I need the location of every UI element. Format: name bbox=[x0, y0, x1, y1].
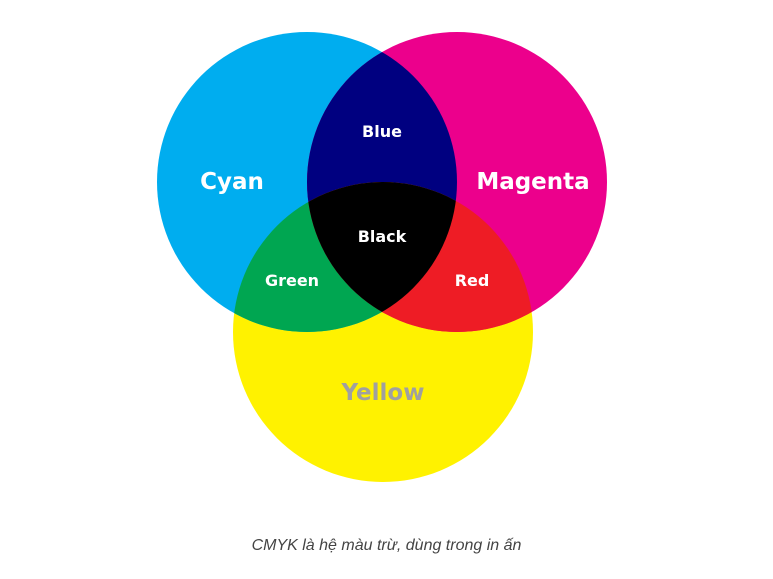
black-label: Black bbox=[358, 227, 407, 246]
green-overlap bbox=[233, 182, 457, 332]
yellow-label: Yellow bbox=[341, 380, 425, 406]
magenta-label: Magenta bbox=[476, 169, 589, 195]
blue-label: Blue bbox=[362, 122, 402, 141]
red-label: Red bbox=[455, 271, 490, 290]
green-label: Green bbox=[265, 271, 319, 290]
figure-caption: CMYK là hệ màu trừ, dùng trong in ấn bbox=[251, 537, 522, 554]
cyan-label: Cyan bbox=[200, 169, 264, 195]
